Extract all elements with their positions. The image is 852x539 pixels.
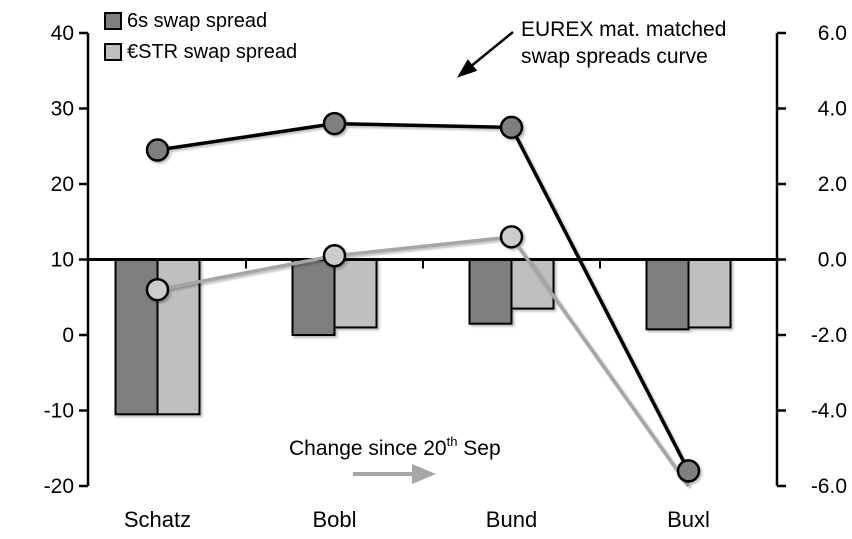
legend-item-estr-swap-spread: €STR swap spread — [104, 41, 298, 63]
curve-annotation-line1: EUREX mat. matched — [521, 18, 727, 41]
x-axis-label-buxl: Buxl — [667, 507, 710, 532]
bar-estr-bobl — [333, 258, 378, 329]
right-axis-label-6.0: 6.0 — [818, 22, 847, 45]
curve-annotation-arrow-icon — [457, 31, 514, 78]
change-annotation: Change since 20th Sep — [289, 434, 501, 461]
left-axis-label-30: 30 — [51, 98, 74, 121]
marker-estr-bund — [499, 225, 524, 249]
x-axis-label-bobl: Bobl — [312, 507, 356, 532]
marker-6s-buxl — [676, 459, 701, 483]
bar-groups — [114, 258, 732, 416]
right-axis-label-4.0: 4.0 — [818, 98, 847, 121]
legend-item-6s-swap-spread: 6s swap spread — [104, 10, 297, 32]
bar-6s-bund — [468, 258, 513, 325]
curve-annotation-line2: swap spreads curve — [521, 45, 708, 68]
left-axis-label-20: 20 — [51, 173, 74, 196]
x-axis-label-schatz: Schatz — [124, 507, 191, 532]
legend-swatch-estr-icon — [104, 43, 122, 61]
legend-label-6s: 6s swap spread — [127, 10, 268, 32]
change-annotation-prefix: Change since 20 — [289, 437, 447, 460]
right-axis-label-2.0: 2.0 — [818, 173, 847, 196]
legend-label-estr: €STR swap spread — [127, 41, 298, 63]
right-axis: 6.0 4.0 2.0 0.0 -2.0 -4.0 -6.0 — [775, 22, 847, 498]
left-axis-label--20: -20 — [44, 475, 74, 498]
right-axis-label--4.0: -4.0 — [811, 400, 847, 423]
x-axis-label-bund: Bund — [486, 507, 537, 532]
change-annotation-suffix: Sep — [457, 437, 501, 460]
right-axis-label--6.0: -6.0 — [811, 475, 847, 498]
left-axis-label-0: 0 — [62, 324, 74, 347]
bar-6s-buxl — [645, 258, 690, 331]
change-annotation-superscript: th — [446, 434, 458, 449]
marker-6s-bobl — [322, 111, 347, 136]
line-series-6s — [145, 111, 701, 483]
bar-6s-bobl — [291, 258, 336, 336]
line-series-estr — [145, 225, 690, 488]
marker-6s-schatz — [145, 138, 170, 162]
left-axis-label-10: 10 — [51, 249, 74, 272]
line-estr — [157, 235, 690, 488]
marker-estr-bobl — [322, 243, 347, 268]
right-axis-label-0.0: 0.0 — [818, 249, 847, 272]
left-axis-label-40: 40 — [51, 22, 74, 45]
marker-estr-schatz — [145, 277, 170, 302]
marker-6s-bund — [499, 115, 524, 140]
right-axis-label--2.0: -2.0 — [811, 324, 847, 347]
chart-legend: 6s swap spread €STR swap spread — [104, 10, 298, 74]
curve-annotation: EUREX mat. matched swap spreads curve — [521, 16, 726, 70]
left-axis-label--10: -10 — [44, 400, 74, 423]
legend-swatch-6s-icon — [104, 12, 122, 30]
line-6s — [157, 121, 691, 472]
bar-estr-buxl — [687, 258, 732, 329]
left-axis: 40 30 20 10 0 -10 -20 — [44, 22, 90, 498]
